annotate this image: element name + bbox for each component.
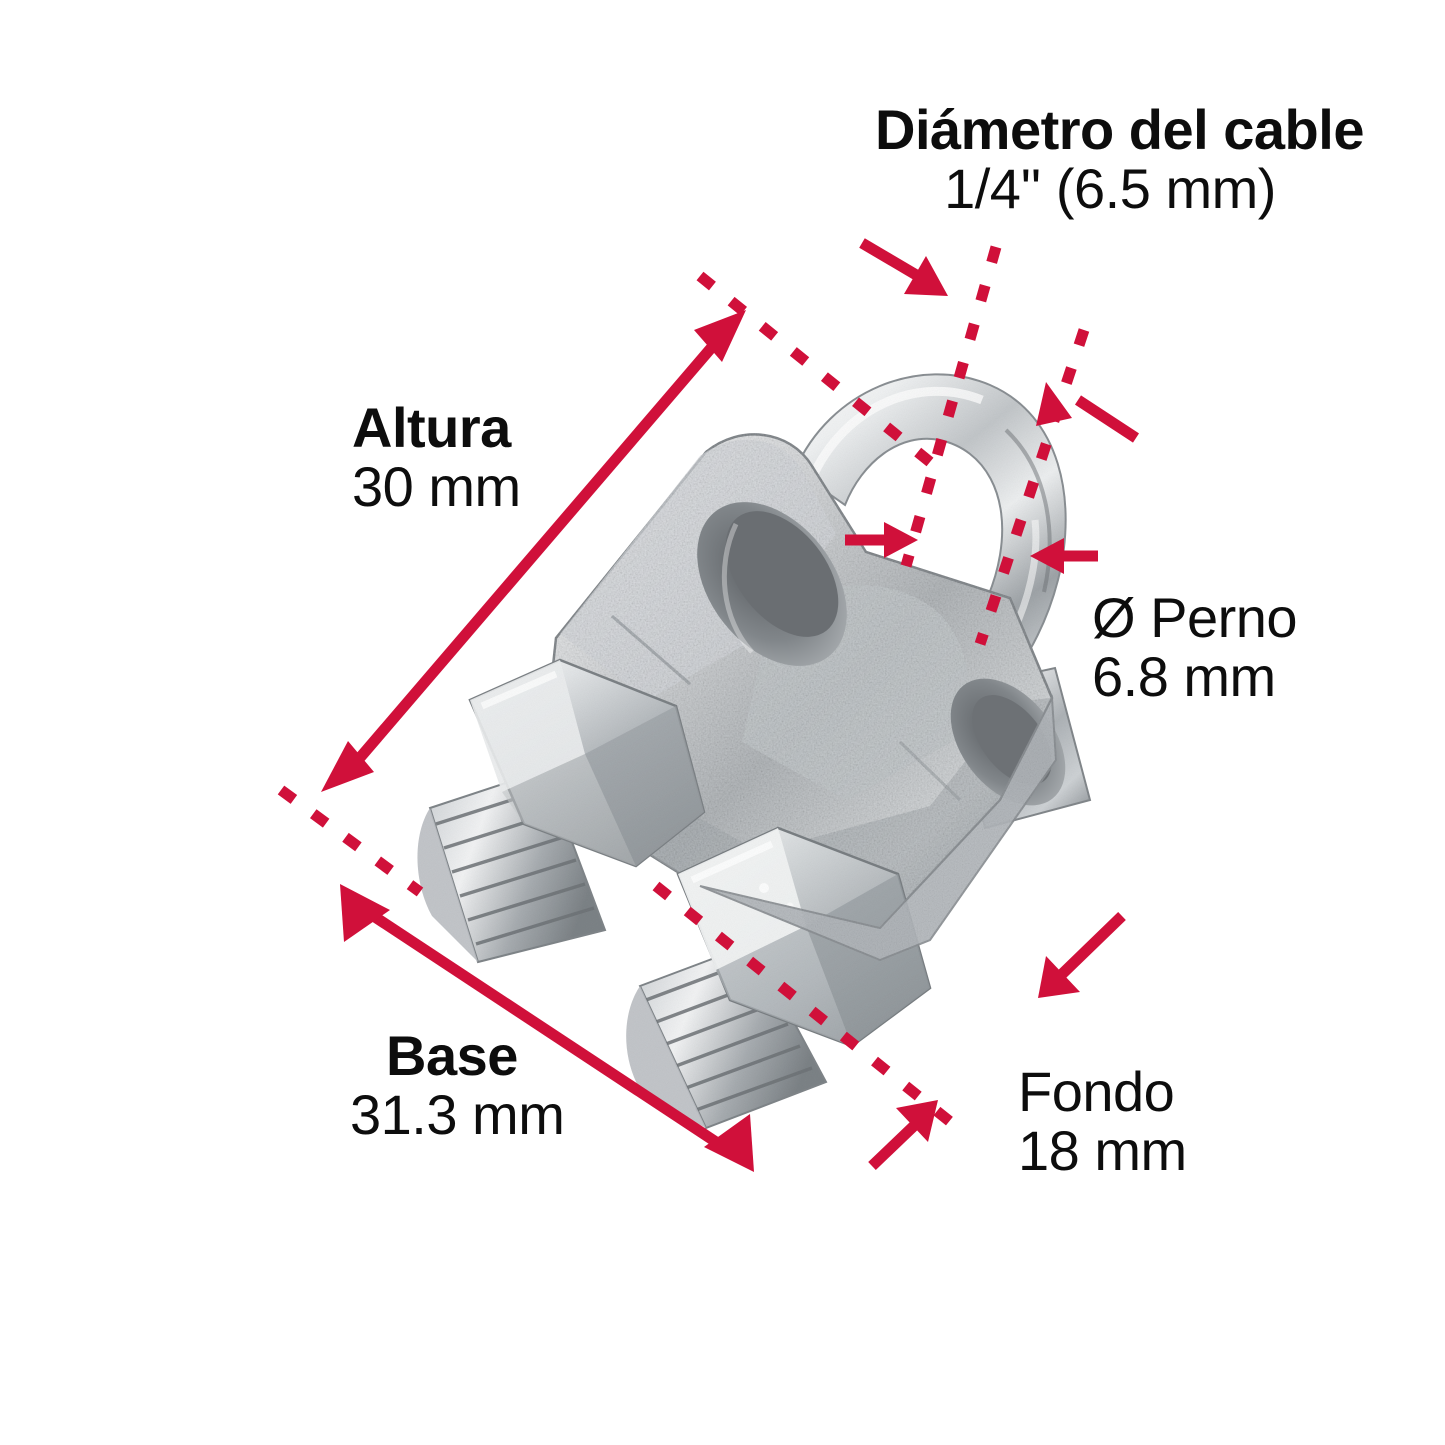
altura-leader-top-dashed bbox=[696, 271, 934, 467]
perno-arrowhead-lower bbox=[1030, 538, 1064, 574]
cable-diameter-arrowhead-inner bbox=[884, 522, 918, 558]
label-perno-diameter: Ø Perno 6.8 mm bbox=[1092, 586, 1298, 709]
base-callout bbox=[340, 884, 754, 1172]
altura-leader-bottom-dashed bbox=[277, 785, 424, 897]
label-altura-value: 30 mm bbox=[352, 455, 521, 519]
base-arrowhead-right bbox=[704, 1114, 754, 1172]
cable-diameter-callout bbox=[845, 238, 1002, 568]
label-altura: Altura 30 mm bbox=[352, 398, 521, 517]
left-hex-nut bbox=[468, 658, 706, 868]
perno-arrow-upper-shaft bbox=[1074, 395, 1140, 443]
label-cable-diameter-title: Diámetro del cable bbox=[875, 98, 1364, 161]
altura-arrowhead-bottom bbox=[321, 741, 374, 792]
wire-rope-clip-artwork bbox=[417, 373, 1092, 1130]
label-base-value: 31.3 mm bbox=[350, 1083, 565, 1147]
fondo-arrow-upper-shaft bbox=[1054, 912, 1126, 982]
cable-diameter-arrow-top-shaft bbox=[859, 238, 921, 281]
fondo-arrowhead-lower bbox=[896, 1100, 938, 1142]
base-arrowhead-left bbox=[340, 884, 390, 942]
altura-arrowhead-top bbox=[694, 310, 746, 362]
saddle-front-edge bbox=[699, 694, 1058, 962]
base-arrow-shaft bbox=[368, 910, 726, 1151]
perno-arrowhead-upper bbox=[1036, 382, 1072, 426]
fondo-leader-dashed bbox=[652, 881, 972, 1141]
label-fondo-value: 18 mm bbox=[1018, 1119, 1187, 1183]
label-fondo: Fondo 18 mm bbox=[996, 1062, 1187, 1181]
fondo-arrow-lower-shaft bbox=[868, 1118, 922, 1170]
label-perno-diameter-value: 6.8 mm bbox=[1092, 645, 1276, 709]
dimension-callouts bbox=[277, 238, 1140, 1172]
altura-arrow-shaft bbox=[347, 336, 723, 771]
label-cable-diameter-value: 1/4'' (6.5 mm) bbox=[944, 157, 1276, 221]
fondo-callout bbox=[652, 881, 1126, 1170]
altura-callout bbox=[277, 271, 934, 897]
label-fondo-title: Fondo bbox=[1018, 1060, 1175, 1123]
cable-diameter-arrowhead-top bbox=[904, 256, 948, 296]
label-altura-title: Altura bbox=[352, 396, 511, 459]
label-perno-diameter-title: Ø Perno bbox=[1092, 586, 1298, 649]
label-base: Base 31.3 mm bbox=[350, 1024, 565, 1145]
fondo-arrowhead-upper bbox=[1038, 956, 1080, 998]
perno-leader-dashed bbox=[974, 328, 1090, 646]
label-base-title: Base bbox=[386, 1024, 518, 1087]
label-cable-diameter: Diámetro del cable 1/4'' (6.5 mm) bbox=[875, 100, 1364, 221]
saddle-bolt-hole-left bbox=[697, 502, 847, 666]
perno-diameter-callout bbox=[974, 328, 1140, 646]
cable-diameter-leader-dashed bbox=[900, 245, 1002, 568]
